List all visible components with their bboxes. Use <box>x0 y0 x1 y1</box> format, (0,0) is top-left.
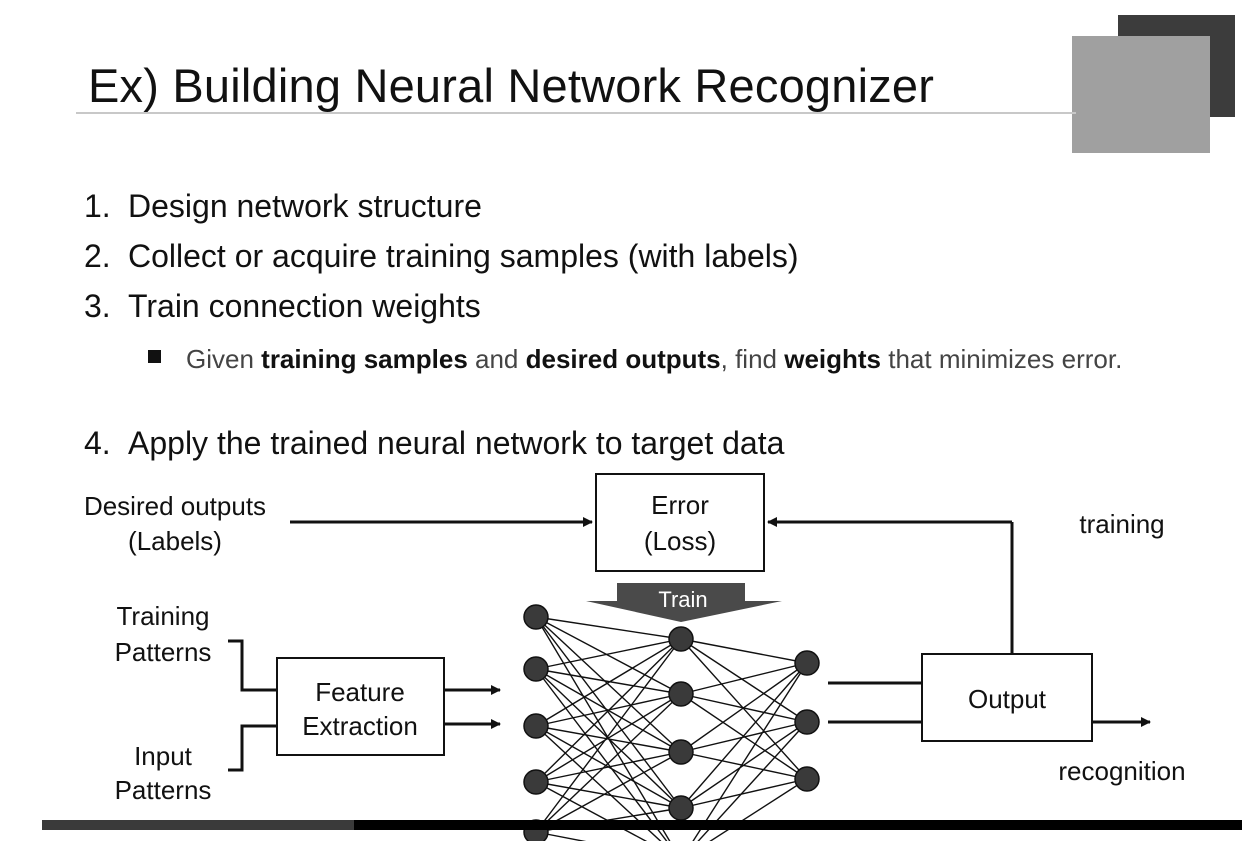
nn-connection <box>697 721 808 841</box>
loss-label: (Loss) <box>644 526 716 556</box>
step-text: Apply the trained neural network to targ… <box>128 425 785 461</box>
nn-connection <box>535 751 682 833</box>
nn-connection <box>535 616 671 841</box>
nn-connection <box>535 693 682 833</box>
nn-connection <box>535 638 682 833</box>
step-text: Collect or acquire training samples (wit… <box>128 238 799 274</box>
output-label: Output <box>968 684 1047 714</box>
step-2: 2. Collect or acquire training samples (w… <box>84 238 799 275</box>
nn-connection <box>535 781 682 809</box>
nn-node-layer-3 <box>794 709 820 735</box>
training-patterns-label: Training <box>117 601 210 631</box>
nn-node-layer-3 <box>794 766 820 792</box>
nn-connection <box>535 751 682 783</box>
nn-connection <box>535 616 682 809</box>
nn-node-layer-2 <box>668 681 694 707</box>
train-arrow-banner <box>586 583 782 622</box>
training-patterns-label-2: Patterns <box>115 637 212 667</box>
desired-outputs-label: Desired outputs <box>84 491 266 521</box>
slide-title: Ex) Building Neural Network Recognizer <box>88 59 935 112</box>
input-patterns-label: Input <box>134 741 193 771</box>
title-underline <box>76 112 1076 114</box>
sub-text: Given <box>186 344 262 374</box>
nn-connection <box>680 721 808 753</box>
step-3: 3. Train connection weights <box>84 288 481 325</box>
step-text: Train connection weights <box>128 288 481 324</box>
step-text: Design network structure <box>128 188 482 224</box>
nn-connection <box>535 725 682 753</box>
sub-emphasis: desired outputs <box>525 344 721 374</box>
nn-node-layer-1 <box>523 769 549 795</box>
nn-node-layer-3 <box>794 650 820 676</box>
nn-connection <box>535 668 682 695</box>
sub-emphasis: weights <box>784 344 882 374</box>
nn-connection <box>680 638 808 780</box>
input-patterns-label-2: Patterns <box>115 775 212 805</box>
nn-connection <box>535 725 662 841</box>
error-label: Error <box>651 490 709 520</box>
sub-text: , find <box>720 344 785 374</box>
neural-network <box>523 604 820 841</box>
train-label: Train <box>658 587 707 612</box>
sub-text: and <box>467 344 526 374</box>
sub-bullet: Given training samples and desired outpu… <box>186 340 1136 378</box>
nn-node-layer-1 <box>523 656 549 682</box>
nn-node-layer-2 <box>668 626 694 652</box>
nn-connection <box>680 638 808 664</box>
nn-connection <box>680 662 808 753</box>
nn-connection <box>535 693 682 783</box>
nn-connection <box>535 616 682 640</box>
nn-connection <box>680 778 808 809</box>
square-bullet-icon <box>148 350 161 363</box>
training-label: training <box>1079 509 1164 539</box>
feature-extraction-box <box>276 657 445 756</box>
step-1: 1. Design network structure <box>84 188 482 225</box>
step-number: 4. <box>84 425 111 461</box>
error-box <box>595 473 765 572</box>
feature-label: Feature <box>315 677 405 707</box>
footer-bar-accent <box>42 820 354 830</box>
output-box <box>921 653 1093 742</box>
nn-connection <box>535 831 587 841</box>
extraction-label: Extraction <box>302 711 418 741</box>
nn-connection <box>535 638 682 670</box>
sub-text: that minimizes error. <box>881 344 1123 374</box>
step-4: 4. Apply the trained neural network to ta… <box>84 425 784 462</box>
nn-connection <box>680 721 808 809</box>
training-patterns-bracket <box>228 639 276 692</box>
nn-connection <box>535 616 682 753</box>
nn-node-layer-1 <box>523 713 549 739</box>
nn-connection <box>535 638 682 783</box>
sub-emphasis: training samples <box>261 344 468 374</box>
footer-bar <box>42 820 1242 830</box>
labels-label: (Labels) <box>128 526 222 556</box>
step-number: 2. <box>84 238 111 274</box>
decor-gray-square <box>1072 36 1210 153</box>
step-number: 3. <box>84 288 111 324</box>
nn-connection <box>680 662 808 695</box>
nn-node-layer-2 <box>668 795 694 821</box>
step-number: 1. <box>84 188 111 224</box>
nn-connection <box>535 616 682 695</box>
nn-node-layer-2 <box>668 739 694 765</box>
nn-connection <box>680 662 808 809</box>
input-patterns-bracket <box>228 724 276 772</box>
nn-connection <box>535 638 682 727</box>
nn-connection <box>535 668 668 841</box>
nn-connection <box>709 778 808 841</box>
nn-node-layer-1 <box>523 604 549 630</box>
nn-connection <box>680 638 808 723</box>
recognition-label: recognition <box>1058 756 1185 786</box>
